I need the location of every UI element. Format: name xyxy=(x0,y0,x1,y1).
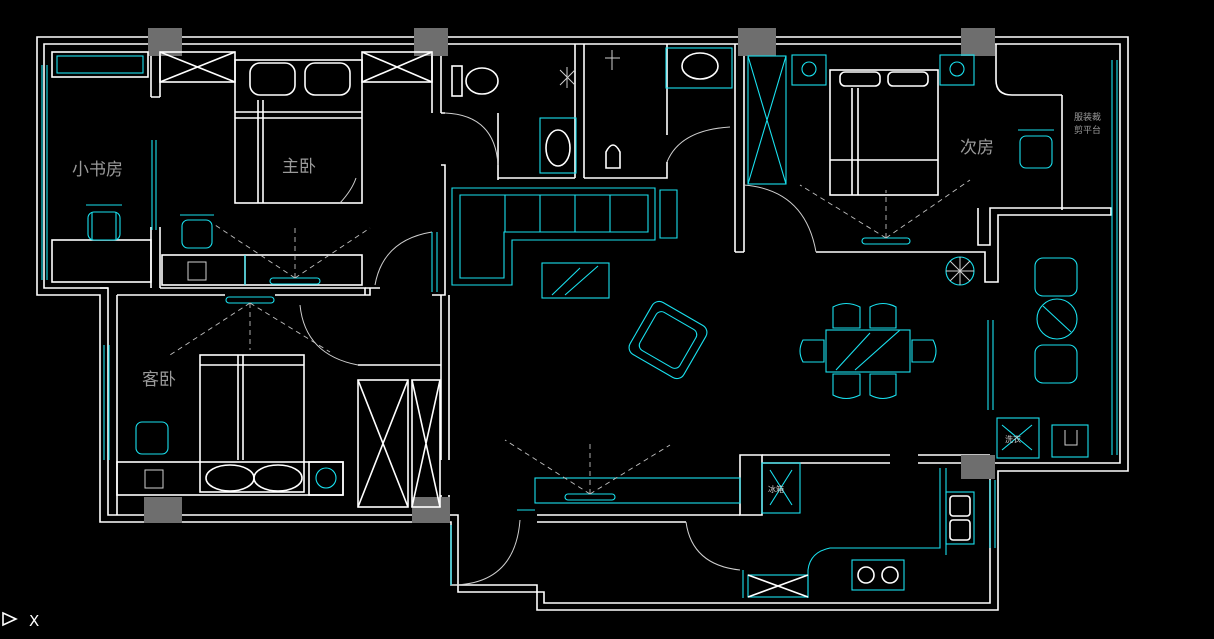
structural-pillars xyxy=(144,28,995,523)
dining-table-icon xyxy=(799,302,937,400)
guest-bedroom-furniture xyxy=(116,296,441,508)
master-bed-icon xyxy=(234,59,363,204)
windows xyxy=(41,60,1118,548)
stove-icon xyxy=(851,559,905,591)
toilet-icon xyxy=(451,65,499,97)
squat-toilet-icon xyxy=(605,144,621,169)
balcony-chair-icon xyxy=(1018,129,1054,169)
balcony-note-line2: 剪平台 xyxy=(1074,124,1101,136)
master-bedroom-furniture xyxy=(159,51,433,286)
bathroom-fixtures xyxy=(444,47,733,174)
round-table-icon xyxy=(1034,257,1078,384)
interior-walls xyxy=(100,44,1112,523)
plant-icon xyxy=(945,256,975,286)
door-swing xyxy=(374,231,433,286)
washer-tag: 洗衣 xyxy=(1005,434,1021,444)
kitchen-fixtures: 冰箱 xyxy=(685,462,975,598)
sofa-icon xyxy=(451,187,678,286)
sink-icon xyxy=(665,47,733,89)
laundry-area: 洗衣 xyxy=(996,417,1089,459)
guest-bed-icon xyxy=(199,354,305,493)
study-furniture xyxy=(51,51,157,283)
bedroom2-furniture xyxy=(743,54,1054,253)
ucs-axis-label: X xyxy=(29,612,39,630)
coffee-table-icon xyxy=(541,262,610,299)
guest-chair-icon xyxy=(135,421,169,455)
ucs-indicator: X xyxy=(2,611,39,630)
washbasin-icon xyxy=(539,117,577,174)
ucs-arrow-icon xyxy=(2,611,18,627)
second-bed-icon xyxy=(829,69,939,196)
room-label-guest-bedroom: 客卧 xyxy=(142,370,176,390)
study-chair-icon xyxy=(86,204,122,241)
fridge-tag: 冰箱 xyxy=(768,484,784,494)
room-label-second-bedroom: 次房 xyxy=(960,138,994,158)
balcony-note-line1: 服装裁 xyxy=(1074,111,1101,123)
entrance xyxy=(450,439,741,586)
room-label-small-study: 小书房 xyxy=(72,160,123,180)
kitchen-sink-icon xyxy=(945,491,975,545)
desk-chair-icon xyxy=(180,214,214,249)
armchair-icon xyxy=(628,300,708,380)
outer-walls xyxy=(36,36,1129,611)
room-label-master-bedroom: 主卧 xyxy=(282,157,316,177)
